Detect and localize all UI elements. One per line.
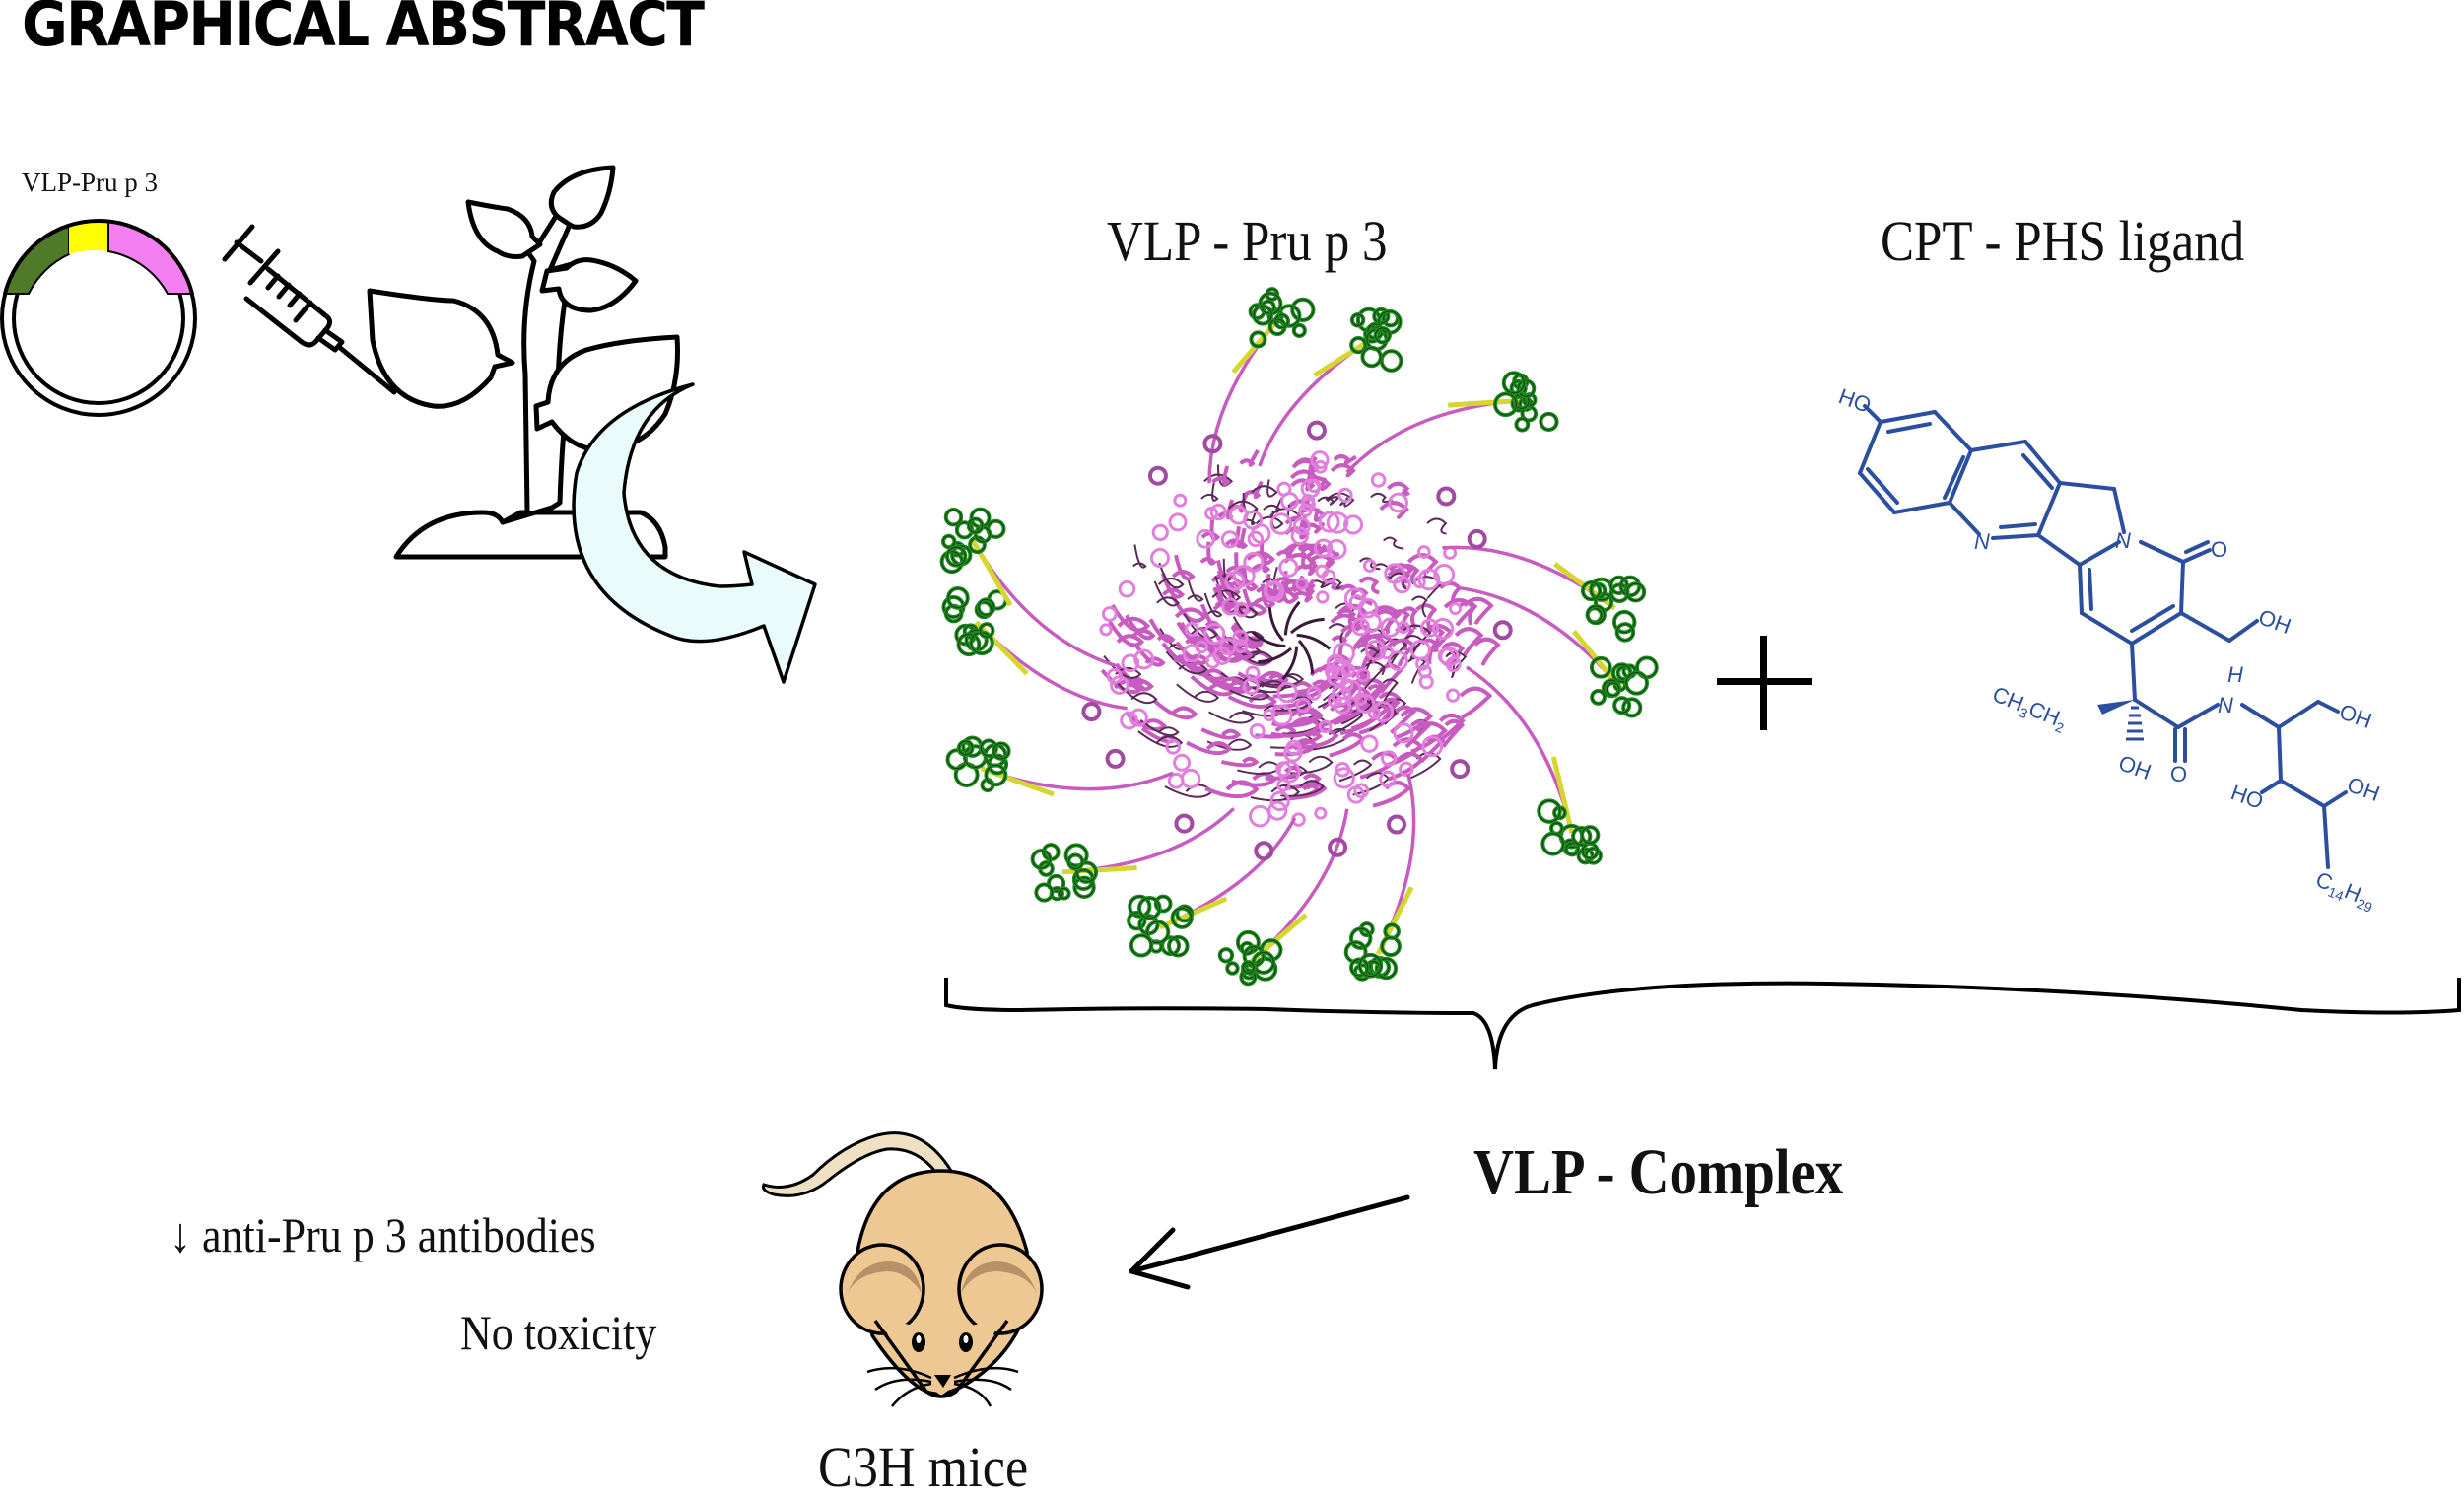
pru-p-3-allergen (939, 507, 1006, 575)
mouse-whiskers (866, 1366, 1019, 1407)
vlp-tether (1207, 314, 1283, 484)
pru-p-3-allergen (945, 735, 1011, 793)
plasmid-segment-green (3, 224, 70, 295)
vlp-center-swirl (1290, 617, 1325, 635)
vlp-label: VLP - Pru p 3 (1107, 209, 1388, 273)
cpt-phs-structure: HO N N O OH H N CH3CH2 OH O OH HO OH C14… (1835, 383, 2383, 916)
pru-p-3-allergen (1492, 371, 1559, 433)
vlp-coil-tip (1306, 420, 1327, 441)
vlp-center-swirl (1281, 646, 1299, 681)
plasmid-label: VLP-Pru p 3 (22, 168, 159, 197)
vlp-center-swirl (1258, 647, 1292, 664)
atom-alkyl-chain: C14H29 (2311, 866, 2379, 916)
outcome-antibodies: ↓ anti-Pru p 3 antibodies (170, 1207, 596, 1262)
atom-oh-quaternary: OH (2115, 750, 2155, 784)
atom-nh-n: N (2218, 693, 2233, 717)
atom-oh-tertiary: OH (2344, 772, 2383, 806)
vlp-particle-illustration (939, 287, 1659, 987)
vlp-coil-tip (1386, 814, 1406, 835)
pru-p-3-allergen (941, 586, 1008, 657)
vlp-coil-tip (1450, 759, 1471, 780)
vlp-core (1099, 449, 1501, 828)
vlp-tether (1248, 808, 1349, 965)
plus-icon (1717, 636, 1812, 730)
pru-p-3-allergen (1589, 655, 1659, 718)
pru-p-3-allergen (1248, 287, 1316, 349)
atom-n-lactam: N (2115, 528, 2131, 553)
vlp-coil-tip (1105, 748, 1126, 769)
pru-p-3-allergen (1349, 307, 1403, 373)
vlp-coil-tip (1254, 841, 1274, 861)
outcome-toxicity: No toxicity (460, 1305, 657, 1360)
syringe-icon (222, 224, 397, 395)
grouping-brace (944, 978, 2461, 1070)
plasmid-icon (0, 219, 197, 417)
plasmid-segment-pink (107, 220, 194, 295)
pru-p-3-allergen (1217, 929, 1283, 987)
atom-o-amide: O (2170, 762, 2187, 786)
vlp-coil-tip (1328, 837, 1348, 857)
vlp-complex-label: VLP - Complex (1473, 1136, 1844, 1208)
vlp-linker (1550, 756, 1575, 834)
vlp-linker (1061, 865, 1137, 875)
mouse-icon (762, 1131, 1044, 1407)
vlp-linker (1231, 313, 1284, 375)
pru-p-3-allergen (1580, 575, 1647, 643)
atom-ethyl: CH3CH2 (1988, 681, 2071, 736)
mouse-nose (934, 1375, 951, 1388)
vlp-center-swirl (1283, 600, 1301, 636)
vlp-coil-tip (1467, 528, 1487, 549)
vlp-coil-tip (1492, 620, 1513, 641)
atom-ho-top: HO (1835, 383, 1875, 418)
pru-p-3-allergen (1127, 894, 1195, 958)
pru-p-3-allergen (1343, 921, 1402, 982)
vlp-tether (1159, 817, 1297, 929)
vlp-coil-tip (1436, 486, 1457, 507)
vlp-coil-tip (1174, 813, 1195, 834)
atom-o-carbonyl: O (2211, 537, 2227, 562)
graphical-abstract-title: GRAPHICAL ABSTRACT (22, 0, 705, 60)
atom-ho-secondary: HO (2227, 780, 2267, 814)
vlp-coil-tip (1081, 702, 1102, 722)
vlp-center-swirl (1267, 607, 1285, 642)
vlp-center-swirl (1297, 640, 1315, 674)
vlp-center-swirl (1296, 633, 1332, 650)
atom-nh-h: H (2227, 662, 2243, 687)
vlp-tether (1258, 335, 1377, 467)
plasmid-segment-yellow (69, 221, 108, 254)
mice-label: C3H mice (818, 1435, 1029, 1499)
ligand-label: CPT - PHS ligand (1881, 209, 2245, 273)
pru-p-3-allergen (1537, 798, 1603, 865)
vlp-coil-tip (1202, 434, 1223, 454)
curved-arrow-icon (572, 382, 817, 684)
atom-oh-hydroxymethyl: OH (2255, 604, 2294, 639)
mouse-tail (762, 1131, 954, 1197)
atom-n-ring: N (1974, 529, 1990, 554)
vlp-coil-tip (1147, 465, 1168, 486)
arrow-to-mice-icon (1129, 1194, 1410, 1290)
atom-oh-primary: OH (2336, 699, 2375, 733)
pru-p-3-allergen (1030, 843, 1099, 903)
vlp-center-swirl (1251, 631, 1286, 648)
